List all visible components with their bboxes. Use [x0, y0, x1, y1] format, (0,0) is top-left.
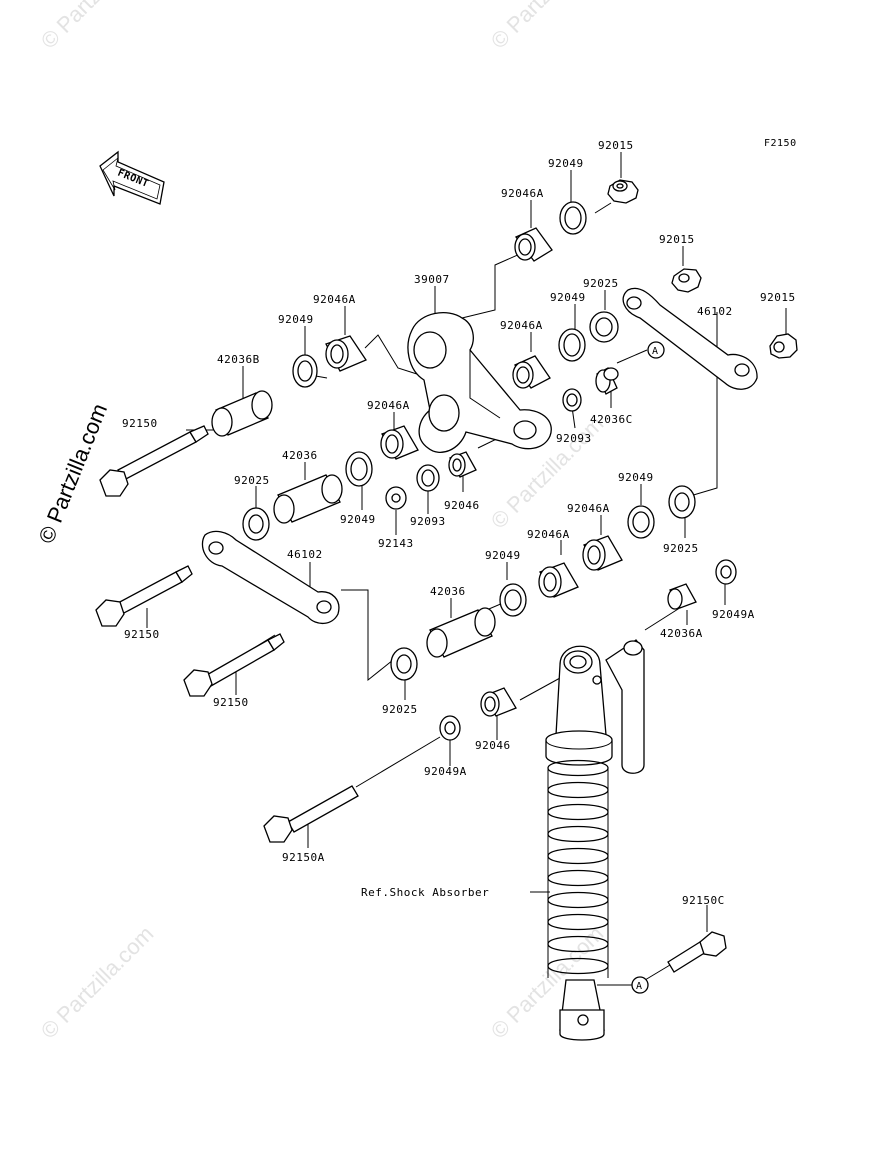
part-label: 92046 — [475, 739, 511, 752]
seal-92093-right — [562, 388, 582, 412]
rocker-arm-39007 — [407, 312, 552, 453]
part-label: 42036A — [660, 627, 703, 640]
bolt-92150c — [667, 931, 727, 973]
part-label: 92025 — [234, 474, 270, 487]
part-label: 92093 — [556, 432, 592, 445]
bearing-92046a-lower-1 — [582, 535, 623, 571]
figure-code: F2150 — [764, 138, 797, 149]
part-label: 92049 — [548, 157, 584, 170]
bolt-92150-upper — [99, 425, 209, 497]
nut-92015-far-right — [769, 333, 798, 359]
watermark: © Partzilla.com — [36, 921, 159, 1044]
marker-a-label: A — [636, 981, 643, 992]
washer-92025-right — [589, 311, 619, 343]
front-arrow-icon: FRONT — [99, 150, 165, 205]
part-label: 92015 — [659, 233, 695, 246]
shock-spring — [547, 759, 609, 978]
watermark: © Partzilla.com — [33, 400, 112, 547]
part-label: 92150 — [213, 696, 249, 709]
bearing-92046a-center — [380, 425, 419, 460]
part-label: 46102 — [697, 305, 733, 318]
parts: A A — [95, 179, 798, 1041]
part-label: 92150 — [124, 628, 160, 641]
part-label: 92093 — [410, 515, 446, 528]
bearing-92046a-lower-2 — [538, 562, 579, 598]
part-label: 92049 — [340, 513, 376, 526]
seal-92049a-lower — [439, 715, 461, 741]
tie-rod-46102-left — [201, 530, 340, 625]
bolt-92150a — [263, 785, 359, 843]
part-label: 92049 — [618, 471, 654, 484]
part-label: 92150A — [282, 851, 325, 864]
seal-92049-lower — [499, 583, 527, 617]
washer-92025-lower-right — [668, 485, 696, 519]
bolt-92150-lower — [183, 633, 285, 697]
reference-marker-a: A — [647, 341, 665, 359]
part-label: 92025 — [663, 542, 699, 555]
watermark: © Partzilla.com — [486, 0, 609, 54]
collar-42036b — [211, 390, 273, 437]
seal-92049-lower-right — [627, 505, 655, 539]
part-label: 92046A — [567, 502, 610, 515]
part-label: 92049A — [712, 608, 755, 621]
part-label: 92046A — [501, 187, 544, 200]
watermarks: © Partzilla.com © Partzilla.com © Partzi… — [33, 0, 608, 1044]
part-label: 92049 — [485, 549, 521, 562]
reference-marker-a: A — [631, 976, 649, 994]
ref-shock-absorber-label: Ref.Shock Absorber — [361, 886, 489, 899]
shock-absorber — [545, 639, 645, 1041]
seal-92049-top — [559, 201, 587, 235]
collar-42036c — [595, 367, 619, 395]
part-label: 92015 — [760, 291, 796, 304]
bolt-92150-middle — [95, 565, 193, 627]
collar-42036-upper — [273, 474, 343, 524]
seal-92093-center — [416, 464, 440, 492]
part-label: 42036 — [282, 449, 318, 462]
bearing-92046-lower — [480, 687, 517, 717]
bearing-92046a-top — [514, 227, 553, 262]
nut-92015-right — [671, 268, 702, 293]
washer-92143 — [385, 486, 407, 510]
part-label: 92046A — [500, 319, 543, 332]
part-label: 92049A — [424, 765, 467, 778]
bearing-92046-center — [448, 451, 477, 478]
watermark: © Partzilla.com — [36, 0, 159, 54]
part-label: 92025 — [583, 277, 619, 290]
part-label: 39007 — [414, 273, 450, 286]
part-label: 92143 — [378, 537, 414, 550]
part-label: 42036C — [590, 413, 633, 426]
bearing-92046a-mid — [512, 355, 551, 389]
marker-a-label: A — [652, 346, 659, 357]
part-label: 92046A — [313, 293, 356, 306]
washer-92025-lower — [390, 647, 418, 681]
part-label: 42036B — [217, 353, 260, 366]
part-label: 92015 — [598, 139, 634, 152]
part-labels: 92015 92049 92046A 92015 39007 92025 920… — [122, 139, 796, 907]
seal-92049-center — [345, 451, 373, 487]
collar-42036-lower — [426, 607, 496, 658]
seal-92049-left — [292, 354, 318, 388]
bearing-92046a-left — [325, 335, 367, 372]
part-label: 92049 — [278, 313, 314, 326]
part-label: 92150 — [122, 417, 158, 430]
part-label: 42036 — [430, 585, 466, 598]
part-label: 92150C — [682, 894, 725, 907]
part-label: 92046A — [367, 399, 410, 412]
part-label: 92046 — [444, 499, 480, 512]
nut-92015-top — [607, 179, 639, 204]
part-label: 46102 — [287, 548, 323, 561]
collar-42036a — [667, 583, 697, 610]
part-label: 92049 — [550, 291, 586, 304]
washer-92025-left — [242, 507, 270, 541]
seal-92049a-right — [715, 559, 737, 585]
part-label: 92025 — [382, 703, 418, 716]
part-label: 92046A — [527, 528, 570, 541]
seal-92049-right — [558, 328, 586, 362]
tie-rod-46102-right — [622, 287, 758, 390]
